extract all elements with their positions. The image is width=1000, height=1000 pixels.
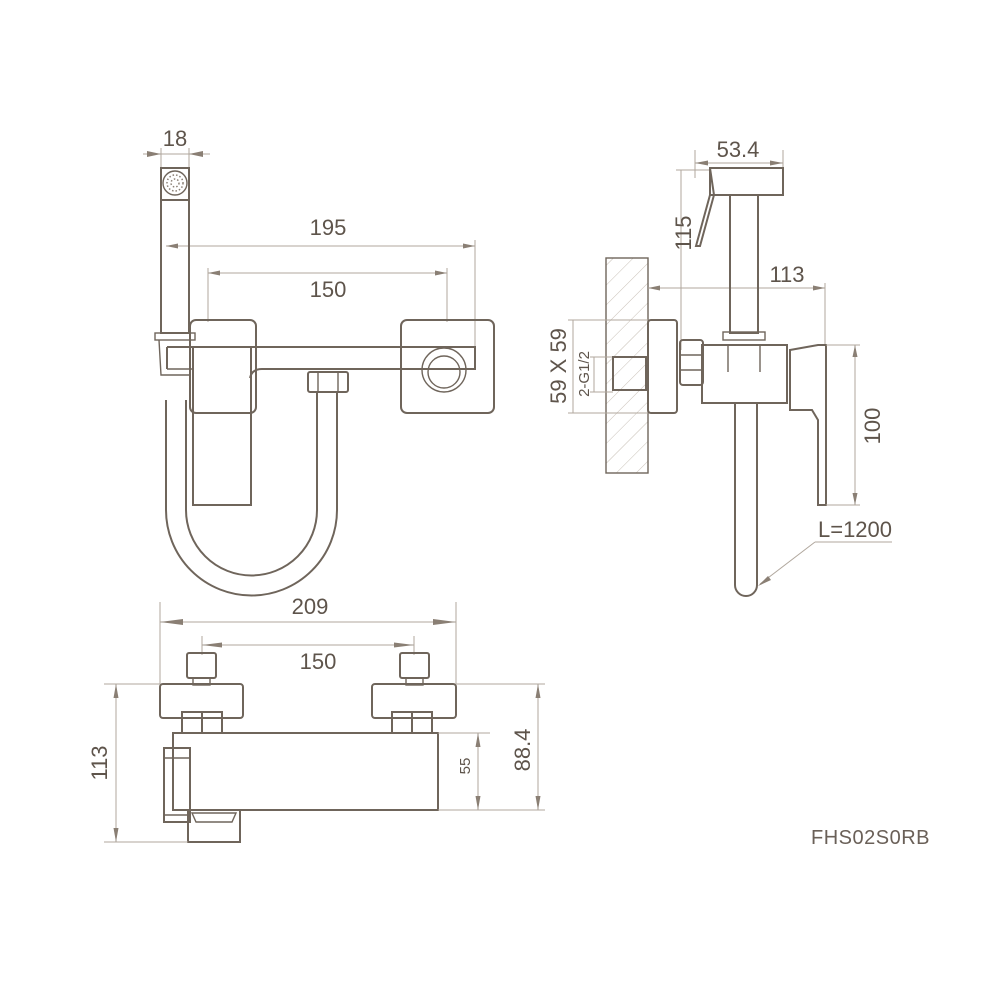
top-body bbox=[172, 732, 439, 811]
left-inlet-top bbox=[159, 652, 244, 734]
dimension-top-overall-depth: 113 bbox=[87, 683, 188, 843]
mixer-body bbox=[192, 346, 252, 506]
dim-label-18: 18 bbox=[163, 126, 187, 151]
dim-label-113-side: 113 bbox=[769, 262, 804, 287]
side-lever bbox=[789, 344, 827, 506]
inlet-connector bbox=[612, 356, 647, 391]
dim-label-195: 195 bbox=[310, 215, 347, 240]
dim-label-209: 209 bbox=[292, 594, 329, 619]
side-body bbox=[701, 331, 788, 404]
side-flange bbox=[647, 319, 678, 414]
dim-label-53-4: 53.4 bbox=[717, 137, 760, 162]
hand-shower-front bbox=[154, 167, 196, 376]
hand-shower-side bbox=[694, 167, 784, 334]
model-code: FHS02S0RB bbox=[811, 827, 930, 849]
hose-nut bbox=[307, 371, 349, 393]
spout-bar bbox=[167, 346, 476, 379]
dim-label-59x59: 59 X 59 bbox=[546, 328, 571, 404]
dimension-thread: 2-G1/2 bbox=[576, 351, 613, 397]
dim-label-thread: 2-G1/2 bbox=[576, 351, 593, 397]
hose-length-callout: L=1200 bbox=[758, 517, 892, 586]
dim-label-88-4: 88.4 bbox=[510, 729, 535, 772]
right-inlet-top bbox=[371, 652, 457, 734]
top-spout bbox=[163, 747, 241, 843]
left-wall-flange bbox=[189, 319, 257, 414]
dim-label-150: 150 bbox=[310, 277, 347, 302]
dimension-top-overall-width: 209 bbox=[159, 594, 457, 684]
dimension-depth-to-body: 88.4 bbox=[456, 683, 545, 810]
hose-loop bbox=[165, 392, 338, 597]
dimension-lever-height: 100 bbox=[826, 344, 885, 506]
side-nut bbox=[679, 339, 704, 386]
dim-label-55: 55 bbox=[457, 758, 474, 775]
dimension-body-depth: 55 bbox=[438, 732, 545, 811]
dim-label-113-top: 113 bbox=[87, 745, 112, 780]
dim-label-115: 115 bbox=[671, 215, 696, 250]
dimension-head-width: 18 bbox=[143, 126, 210, 168]
dimension-head-depth: 53.4 bbox=[694, 137, 784, 178]
dimension-shower-height: 115 bbox=[671, 169, 710, 350]
dimension-flange: 59 X 59 bbox=[546, 319, 648, 414]
right-wall-flange bbox=[400, 319, 495, 414]
side-view: 53.4 115 113 59 X 59 2 bbox=[546, 137, 892, 597]
dimension-centers: 150 bbox=[207, 268, 448, 322]
front-view: 18 195 150 bbox=[143, 126, 495, 597]
dim-label-150-top: 150 bbox=[300, 649, 337, 674]
dimension-top-centers: 150 bbox=[201, 636, 415, 674]
dim-label-100: 100 bbox=[860, 408, 885, 445]
hose-length-label: L=1200 bbox=[818, 517, 892, 542]
top-view: 209 150 bbox=[87, 594, 545, 843]
dimension-projection: 113 bbox=[648, 262, 826, 345]
side-hose bbox=[734, 403, 758, 597]
dimension-overall-width: 195 bbox=[166, 215, 476, 350]
